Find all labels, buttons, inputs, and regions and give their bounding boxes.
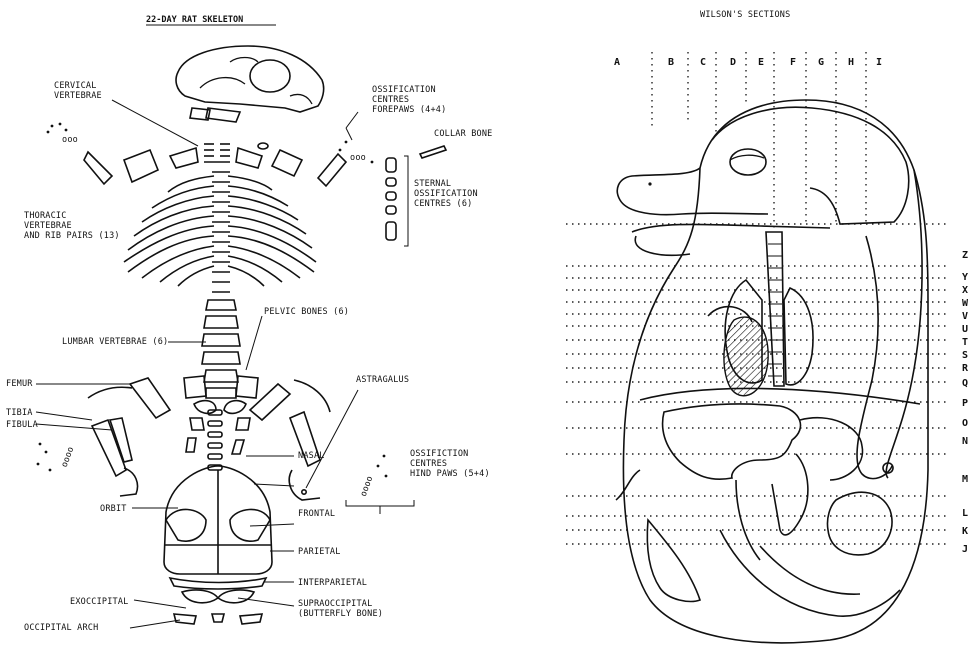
svg-text:ooo: ooo	[350, 153, 366, 163]
left-forearm	[84, 152, 112, 184]
right-foot-outline	[289, 470, 320, 500]
label-hindpaw-2: CENTRES	[410, 459, 447, 469]
row-label: N	[962, 436, 968, 447]
label-thoracic-1: THORACIC	[24, 211, 67, 221]
row-label: U	[962, 324, 968, 335]
col-label: H	[848, 57, 854, 68]
label-interparietal: INTERPARIETAL	[298, 578, 367, 588]
rat-skeleton-panel: 22-DAY RAT SKELETON	[6, 15, 493, 633]
col-label: F	[790, 57, 796, 68]
label-forepaw-3: FOREPAWS (4+4)	[372, 105, 446, 115]
section-row-labels: Z Y X W V U T S R Q P O N M L K J	[962, 250, 969, 555]
fetus-sagittal-outline	[616, 100, 928, 643]
label-supraoccipital-2: (BUTTERFLY BONE)	[298, 609, 383, 619]
label-exoccipital: EXOCCIPITAL	[70, 597, 129, 607]
heart-shape	[724, 317, 768, 396]
right-femur	[250, 384, 290, 420]
left-hip-outline	[88, 387, 132, 398]
right-forearm	[318, 154, 346, 186]
left-humerus	[124, 150, 158, 182]
vertical-section-lines	[652, 52, 866, 232]
skeleton-title: 22-DAY RAT SKELETON	[146, 15, 243, 25]
svg-text:oooo: oooo	[60, 445, 77, 468]
label-collar-bone: COLLAR BONE	[434, 129, 493, 139]
label-tibia: TIBIA	[6, 408, 33, 418]
label-fibula: FIBULA	[6, 420, 38, 430]
row-label: K	[962, 526, 968, 537]
row-label: O	[962, 418, 968, 429]
wilsons-sections-panel: WILSON'S SECTIONS A B C D E F G H I	[566, 10, 969, 643]
label-cervical-2: VERTEBRAE	[54, 91, 102, 101]
label-orbit: ORBIT	[100, 504, 127, 514]
collar-bone-sample	[420, 146, 446, 158]
label-cervical-1: CERVICAL	[54, 81, 97, 91]
col-label: B	[668, 57, 674, 68]
label-sternal-3: CENTRES (6)	[414, 199, 473, 209]
row-label: Y	[962, 272, 968, 283]
left-femur	[130, 378, 170, 418]
col-label: I	[876, 57, 882, 68]
label-forepaw-1: OSSIFICATION	[372, 85, 436, 95]
rib-cage	[124, 172, 316, 292]
lumbar-vertebrae	[202, 300, 240, 398]
row-label: W	[962, 298, 969, 309]
label-supraoccipital-1: SUPRAOCCIPITAL	[298, 599, 372, 609]
collar-bone-shape	[258, 143, 268, 149]
label-femur: FEMUR	[6, 379, 33, 389]
row-label: R	[962, 363, 969, 374]
col-label: D	[730, 57, 736, 68]
row-label: V	[962, 311, 968, 322]
hindpaw-ossification-left: oooo	[37, 443, 77, 472]
label-sternal-1: STERNAL	[414, 179, 451, 189]
astragalus-bone	[302, 490, 306, 494]
caudal-vertebrae	[208, 410, 222, 470]
label-sternal-2: OSSIFICATION	[414, 189, 478, 199]
label-frontal: FRONTAL	[298, 509, 335, 519]
right-hip-outline	[294, 380, 330, 412]
left-fibula	[110, 418, 132, 462]
label-hindpaw-3: HIND PAWS (5+4)	[410, 469, 490, 479]
col-label: C	[700, 57, 706, 68]
forepaw-ossification-left: ooo	[47, 123, 78, 145]
row-label: S	[962, 350, 968, 361]
right-humerus	[272, 150, 302, 176]
row-label: M	[962, 474, 968, 485]
row-label: Z	[962, 250, 968, 261]
row-label: L	[962, 508, 968, 519]
label-hindpaw-1: OSSIFICTION	[410, 449, 469, 459]
label-nasal: NASAL	[298, 451, 325, 461]
label-pelvic: PELVIC BONES (6)	[264, 307, 349, 317]
right-scapula	[236, 148, 262, 168]
col-label: G	[818, 57, 824, 68]
row-label: P	[962, 398, 968, 409]
col-label: A	[614, 57, 620, 68]
skull-lateral	[176, 46, 324, 122]
cervical-vertebrae	[204, 144, 230, 162]
wilson-title: WILSON'S SECTIONS	[700, 10, 790, 20]
label-thoracic-3: AND RIB PAIRS (13)	[24, 231, 120, 241]
label-thoracic-2: VERTEBRAE	[24, 221, 72, 231]
label-astragalus: ASTRAGALUS	[356, 375, 409, 385]
sternal-ossification-centres	[386, 156, 408, 246]
svg-text:ooo: ooo	[62, 135, 78, 145]
col-label: E	[758, 57, 764, 68]
section-column-labels: A B C D E F G H I	[614, 57, 882, 68]
label-lumbar: LUMBAR VERTEBRAE (6)	[62, 337, 168, 347]
row-label: Q	[962, 378, 968, 389]
thoracic-vertebrae-column	[212, 172, 230, 292]
hindpaw-bracket	[346, 500, 414, 506]
svg-text:oooo: oooo	[359, 475, 376, 498]
label-occipital-arch: OCCIPITAL ARCH	[24, 623, 98, 633]
left-scapula	[170, 148, 198, 168]
hindpaw-ossification-right: oooo	[359, 455, 388, 498]
label-forepaw-2: CENTRES	[372, 95, 409, 105]
label-parietal: PARIETAL	[298, 547, 341, 557]
row-label: X	[962, 285, 968, 296]
row-label: J	[962, 544, 968, 555]
row-label: T	[962, 337, 968, 348]
